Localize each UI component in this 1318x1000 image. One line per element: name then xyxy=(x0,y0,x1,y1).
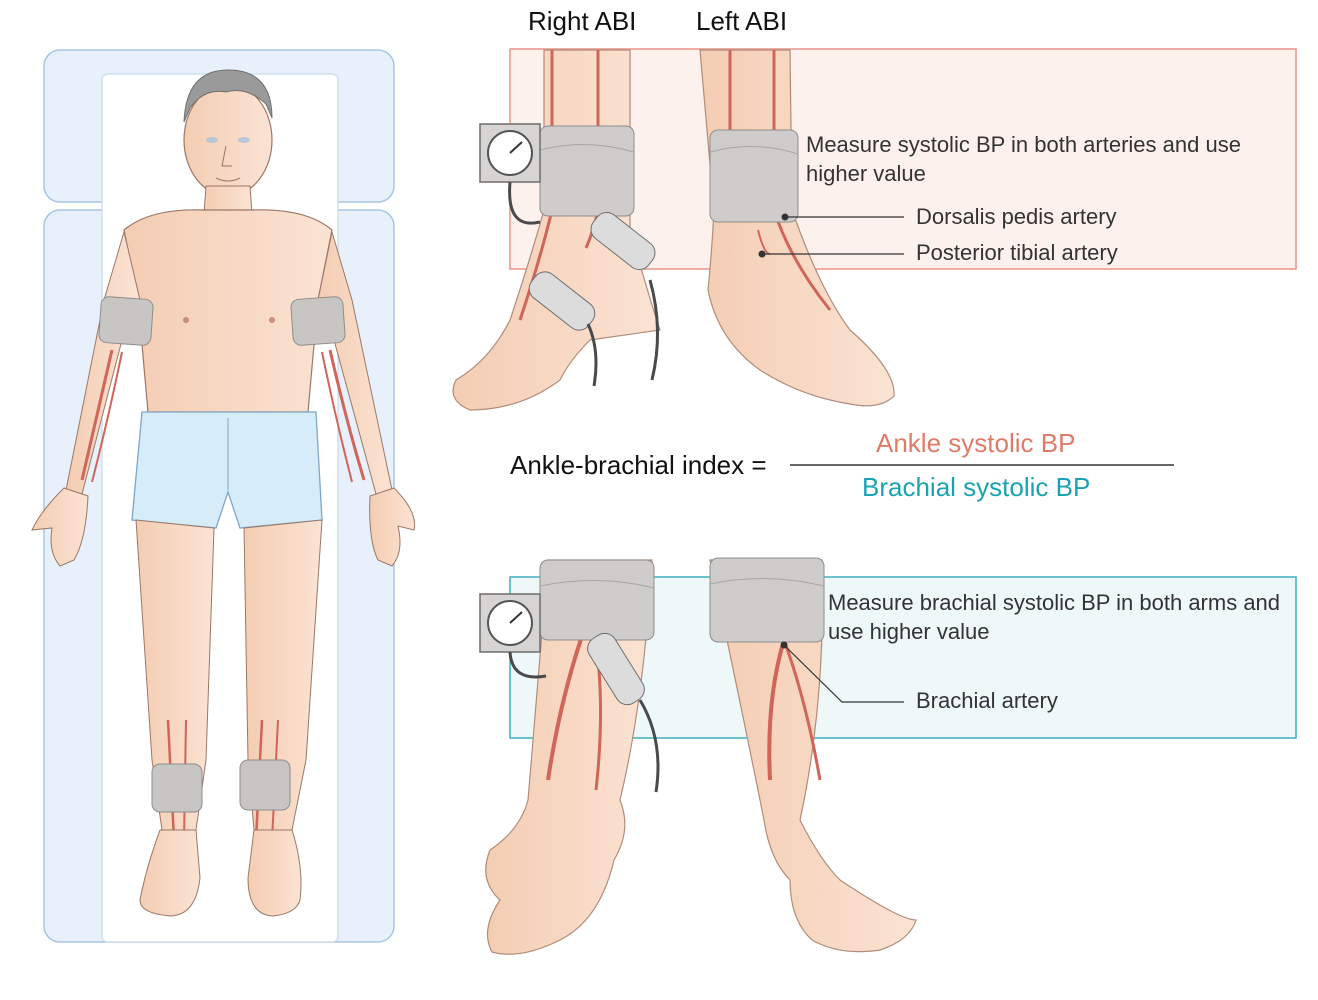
left-abi-title: Left ABI xyxy=(696,6,788,36)
bp-gauge-icon xyxy=(479,593,547,679)
posterior-tibial-label: Posterior tibial artery xyxy=(916,240,1118,265)
formula-numerator: Ankle systolic BP xyxy=(876,428,1076,458)
left-foot-illustration xyxy=(699,49,904,407)
dorsalis-pedis-label: Dorsalis pedis artery xyxy=(916,204,1117,229)
patient-figure xyxy=(31,49,416,943)
right-abi-title: Right ABI xyxy=(528,6,637,36)
bp-gauge-icon xyxy=(479,123,541,225)
doppler-probe-icon xyxy=(528,211,660,387)
arm-measure-note: Measure brachial systolic BP in both arm… xyxy=(828,590,1281,644)
right-foot-illustration xyxy=(452,49,661,411)
ankle-panel xyxy=(509,48,1297,270)
left-arm-illustration xyxy=(709,557,917,953)
formula-denominator: Brachial systolic BP xyxy=(862,472,1091,502)
doppler-probe-icon xyxy=(587,632,660,793)
ankle-measure-note: Measure systolic BP in both arteries and… xyxy=(806,132,1241,186)
abi-formula-label: Ankle-brachial index = xyxy=(510,450,767,480)
brachial-artery-label: Brachial artery xyxy=(916,688,1058,713)
